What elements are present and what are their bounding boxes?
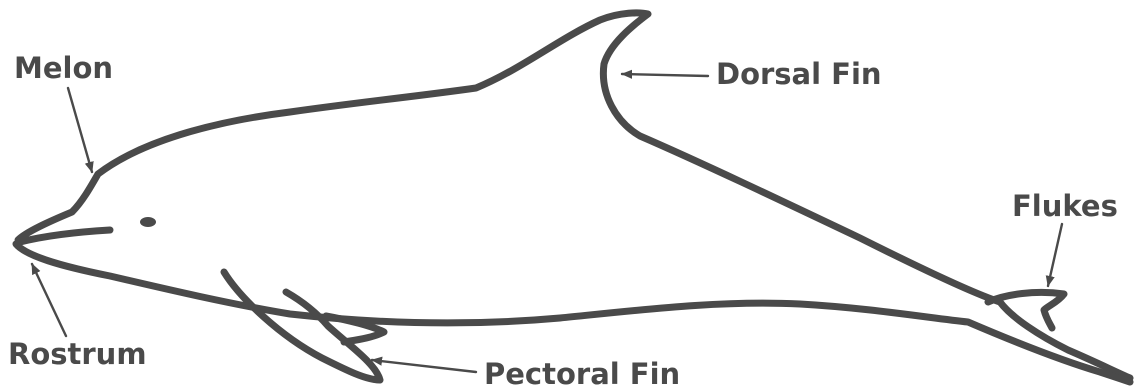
pectoral-fin-label: Pectoral Fin — [484, 360, 680, 389]
melon-arrow — [68, 88, 92, 172]
dorsal-fin-label: Dorsal Fin — [716, 60, 882, 89]
rostrum-arrow — [32, 264, 66, 336]
melon-label: Melon — [14, 54, 113, 83]
rostrum-label: Rostrum — [8, 340, 147, 369]
dorsal-fin-arrow — [622, 74, 708, 76]
flukes-label: Flukes — [1012, 192, 1118, 221]
eye — [140, 217, 156, 227]
flukes-arrow — [1048, 224, 1062, 286]
pectoral-fin-arrow — [372, 360, 476, 372]
